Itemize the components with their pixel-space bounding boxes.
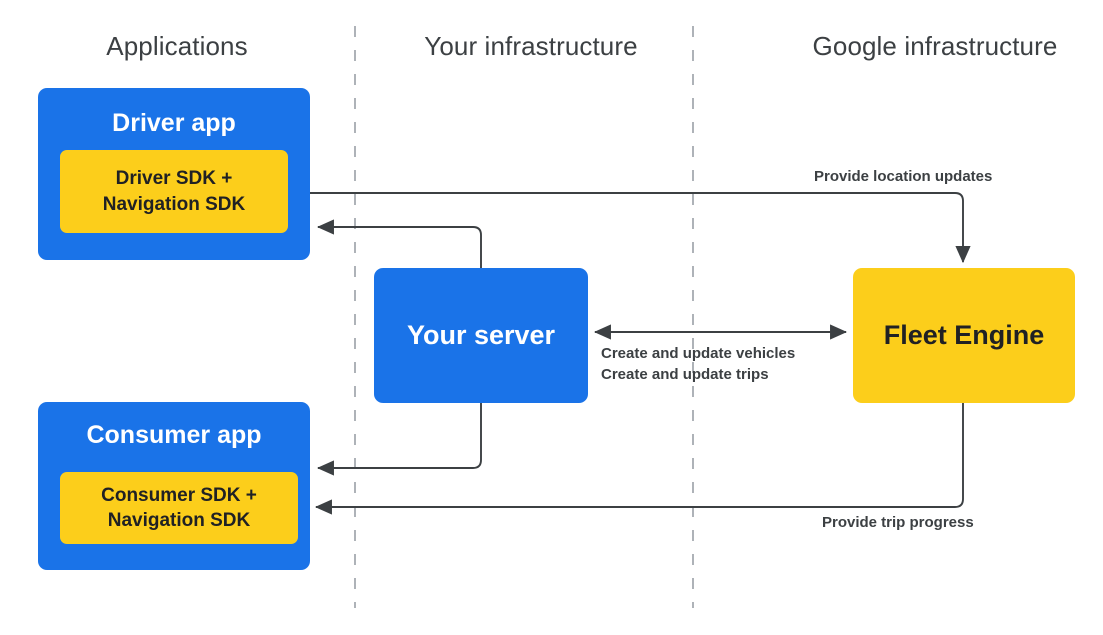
edge-fleet-engine-to-consumer-app	[314, 403, 964, 515]
your-server-title: Your server	[406, 320, 556, 350]
fleet-engine-title: Fleet Engine	[883, 320, 1045, 350]
column-header-applications: Applications	[106, 31, 248, 61]
consumer-sdk-line-2: Navigation SDK	[107, 510, 251, 531]
edge-driver-to-fleet-engine	[288, 192, 971, 264]
driver-sdk-line-2: Navigation SDK	[102, 193, 246, 215]
edge-label-create-update: Create and update vehicles Create and up…	[601, 343, 795, 386]
column-header-your-infrastructure: Your infrastructure	[424, 31, 638, 61]
driver-app-title: Driver app	[112, 109, 236, 137]
driver-app-sdk-chip[interactable]: Driver SDK + Navigation SDK	[60, 150, 288, 233]
node-your-server[interactable]: Your server	[374, 268, 588, 403]
consumer-app-sdk-chip[interactable]: Consumer SDK + Navigation SDK	[60, 472, 298, 544]
consumer-sdk-line-1: Consumer SDK +	[101, 484, 257, 506]
edge-label-provide-trip-progress: Provide trip progress	[822, 514, 974, 531]
node-fleet-engine[interactable]: Fleet Engine	[853, 268, 1075, 403]
edge-label-provide-location-updates: Provide location updates	[814, 168, 993, 185]
edge-server-to-driver-app	[316, 219, 482, 268]
column-header-google-infrastructure: Google infrastructure	[812, 31, 1058, 61]
edge-label-create-update-trips: Create and update trips	[601, 366, 769, 384]
edge-server-to-consumer-app	[316, 403, 482, 476]
driver-sdk-line-1: Driver SDK +	[115, 168, 233, 190]
edge-label-create-update-vehicles: Create and update vehicles	[601, 345, 796, 362]
consumer-app-title: Consumer app	[86, 421, 262, 449]
